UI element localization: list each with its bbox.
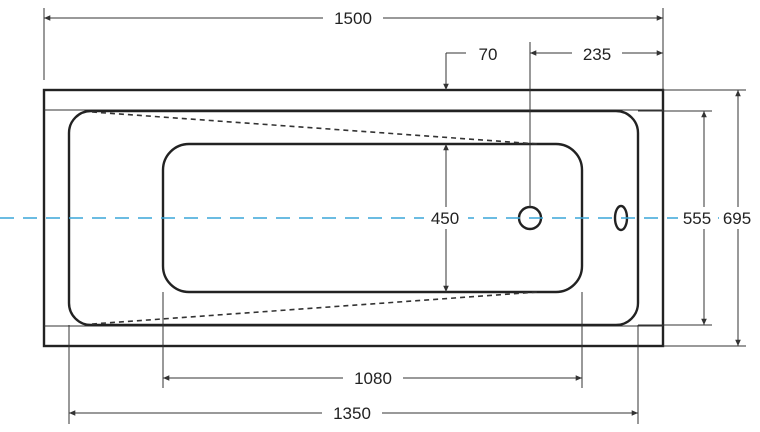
tap-offset-label: 70: [479, 45, 498, 64]
inner-length-label: 1350: [333, 404, 371, 423]
dimension-floor-width: 450: [424, 144, 468, 292]
slope-line-top: [91, 111, 539, 145]
inner-width-label: 555: [683, 209, 711, 228]
overall-length-label: 1500: [334, 9, 372, 28]
extension-lines: [43, 8, 746, 424]
dimension-overall-width: 695: [719, 90, 760, 346]
drain-offset-label: 235: [583, 45, 611, 64]
dimension-drain-offset: 235: [530, 42, 663, 64]
dimension-tap-offset: 70: [443, 45, 498, 90]
overall-width-label: 695: [723, 209, 751, 228]
slope-line-bottom: [91, 291, 539, 325]
outer-rim: [42, 88, 665, 348]
floor-length-label: 1080: [354, 369, 392, 388]
dimension-floor-length: 1080: [163, 367, 582, 389]
floor-width-label: 450: [431, 209, 459, 228]
dimension-overall-length: 1500: [44, 7, 663, 29]
dimension-inner-length: 1350: [69, 402, 638, 424]
dimension-inner-width: 555: [678, 111, 718, 325]
